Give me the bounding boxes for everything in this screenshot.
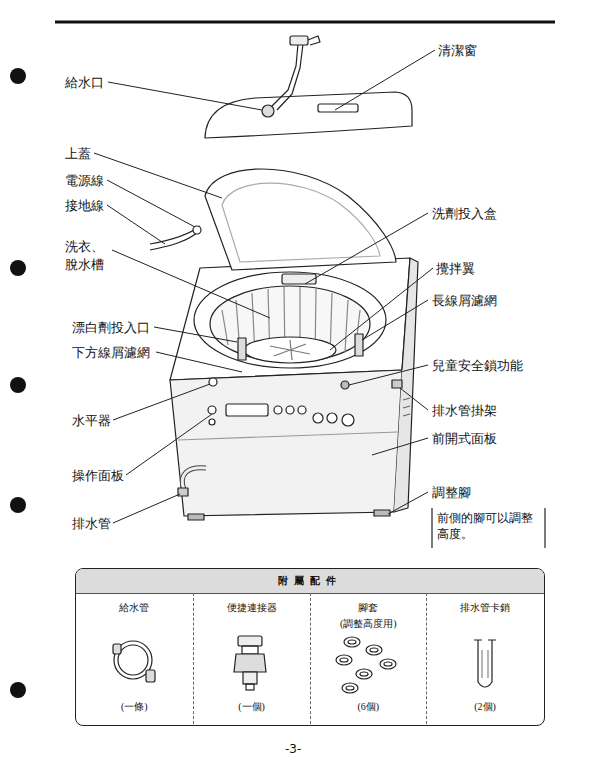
part-label: 電源線 [65,172,104,190]
page-number: -3- [285,741,301,757]
part-label: 排水管掛架 [432,402,497,420]
accessory-cell: 腳套 (調整高度用) (6個) [310,593,427,724]
part-label: 洗衣、 脫水槽 [65,238,111,273]
part-label: 操作面板 [72,467,124,485]
accessory-quantity: (6個) [311,700,427,714]
part-label: 排水管 [72,515,111,533]
part-label: 水平器 [72,412,111,430]
accessory-name: 排水管卡銷 [427,601,543,615]
part-label: 下方線屑濾網 [72,344,150,362]
accessory-quantity: (一條) [76,700,193,714]
part-label: 上蓋 [65,145,91,163]
part-label: 長線屑濾網 [432,292,497,310]
part-label: 調整腳 [432,484,471,502]
panel-title: 附屬配件 [76,569,544,594]
accessory-quantity: (一個) [194,700,310,714]
part-label: 兒童安全鎖功能 [432,357,523,375]
accessory-name: 給水管 [76,601,193,615]
accessory-panel: 附屬配件給水管 (一條) 便捷連接器 (一個) 腳套 (調整高度用) (6個) 排水管卡銷 (2… [75,568,545,726]
accessory-name: 腳套 [311,601,427,615]
part-label: 接地線 [65,197,104,215]
part-label: 前開式面板 [432,430,497,448]
part-label: 給水口 [65,74,104,92]
part-label: 洗劑投入盒 [432,205,497,223]
part-label: 漂白劑投入口 [72,319,150,337]
part-label: 清潔窗 [438,42,477,60]
part-label: 攪拌翼 [436,260,475,278]
accessory-cell: 給水管 (一條) [76,593,193,724]
accessory-name: 便捷連接器 [194,601,310,615]
accessory-quantity: (2個) [427,700,543,714]
accessory-cell: 便捷連接器 (一個) [193,593,310,724]
note-text: 前側的腳可以調整 高度。 [437,510,539,542]
accessory-cell: 排水管卡銷 (2個) [426,593,543,724]
accessory-note: (調整高度用) [311,617,427,631]
